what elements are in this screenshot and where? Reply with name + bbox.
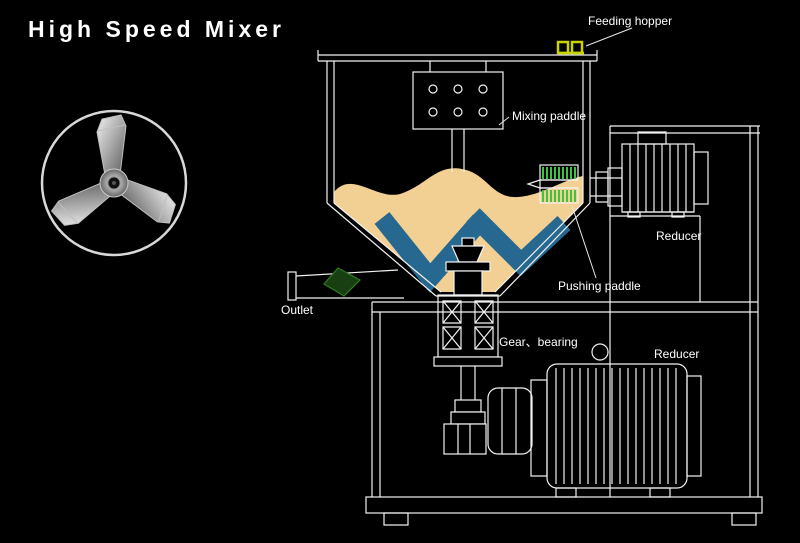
outlet-chute: [287, 267, 404, 301]
label-mixing-paddle: Mixing paddle: [512, 109, 587, 123]
label-reducer-bottom: Reducer: [654, 347, 700, 361]
page-title: High Speed Mixer: [28, 16, 285, 42]
leader-lines: [498, 27, 633, 279]
vessel: [317, 50, 598, 297]
label-gear-bearing: Gear、bearing: [499, 335, 578, 349]
pushing-paddle-hub: [526, 164, 579, 204]
label-pushing-paddle: Pushing paddle: [558, 279, 641, 293]
label-reducer-top: Reducer: [656, 229, 702, 243]
feeding-hopper-marker: [556, 40, 584, 55]
bearing-assembly: [433, 237, 503, 455]
gearbox: [487, 387, 533, 455]
base-frame: [365, 125, 763, 526]
label-feeding-hopper: Feeding hopper: [588, 14, 673, 28]
label-outlet: Outlet: [281, 303, 314, 317]
side-motor: [590, 131, 709, 218]
impeller-inset-icon: [40, 109, 188, 257]
bolted-plate: [412, 71, 504, 130]
bottom-motor: [530, 343, 702, 498]
